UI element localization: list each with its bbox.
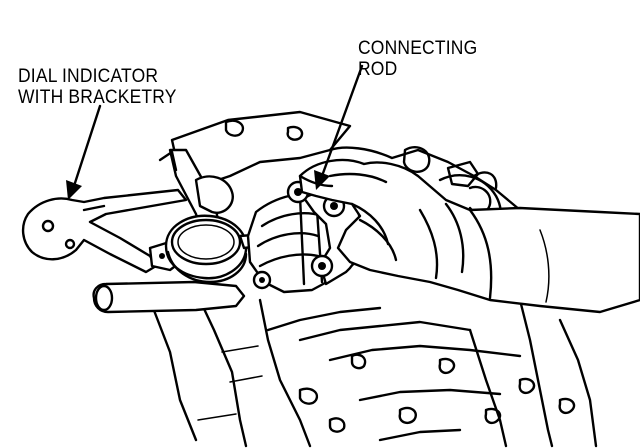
connecting-rod-arrowhead (314, 170, 330, 190)
leader-lines (66, 64, 364, 200)
dial-indicator-label: DIAL INDICATOR WITH BRACKETRY (18, 66, 177, 108)
dial-indicator-leader (72, 104, 102, 188)
dial-indicator-bracketry (21, 148, 246, 314)
dial-indicator-arrowhead (66, 180, 82, 200)
connecting-rod-leader (320, 64, 364, 178)
connecting-rod-label-line-1: CONNECTING (358, 38, 478, 59)
connecting-rod (246, 180, 364, 294)
connecting-rod-label-line-2: ROD (358, 59, 398, 80)
rod-bolts (252, 180, 346, 290)
dial-indicator-label-line-2: WITH BRACKETRY (18, 87, 177, 108)
engine-block (148, 110, 598, 448)
connecting-rod-label: CONNECTING ROD (358, 38, 477, 80)
dial-indicator-label-line-1: DIAL INDICATOR (18, 66, 159, 87)
hand (298, 158, 640, 314)
